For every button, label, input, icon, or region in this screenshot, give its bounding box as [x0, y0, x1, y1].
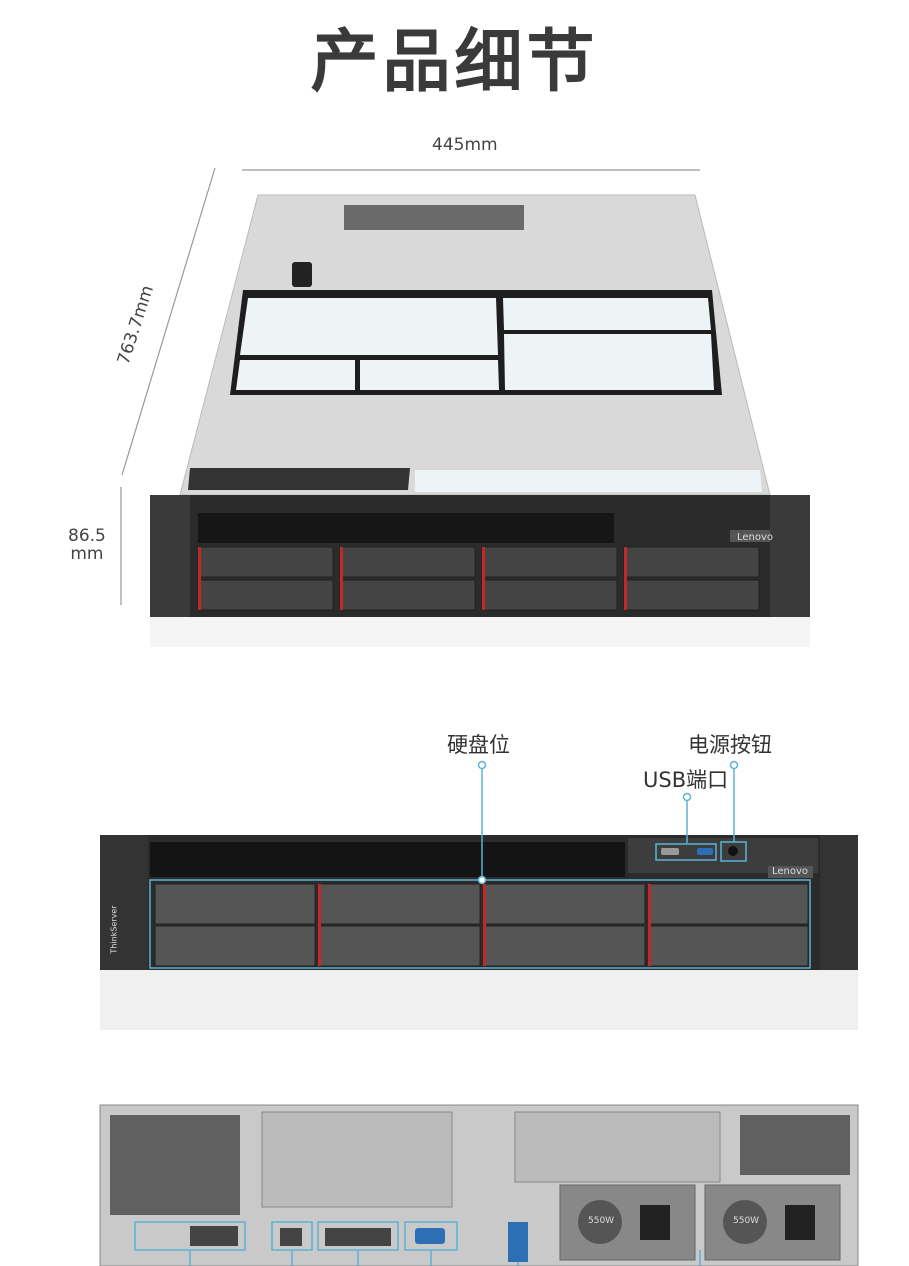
usb-ports-highlight	[655, 843, 717, 861]
power-button	[728, 846, 738, 856]
drive-bays-iso	[197, 546, 760, 611]
left-ear	[150, 495, 190, 617]
power-supply-1	[559, 1184, 696, 1261]
callout-usb-ports: USB端口	[643, 768, 729, 792]
front-vent	[150, 842, 625, 877]
rear-vent-left	[110, 1115, 240, 1215]
depth-dimension-line	[121, 167, 216, 476]
lenovo-logo-front: Lenovo	[772, 866, 809, 877]
lid-latch	[292, 262, 312, 287]
callout-drive-bays: 硬盘位	[447, 733, 510, 757]
right-ear	[770, 495, 810, 617]
ethernet-ports	[325, 1228, 391, 1246]
pcie-slots-left	[261, 1111, 453, 1208]
height-label: 86.5 mm	[68, 527, 106, 563]
usb-port	[697, 848, 713, 855]
info-label	[188, 468, 410, 490]
front-bezel	[100, 835, 858, 970]
psu-rating-1: 550W	[588, 1216, 615, 1226]
lenovo-logo-iso: Lenovo	[737, 532, 774, 543]
thinkserver-logo: ThinkServer	[109, 905, 119, 954]
pcie-slots-right	[514, 1111, 721, 1183]
drive-bays-front	[154, 883, 809, 967]
power-supply-2	[704, 1184, 841, 1261]
right-ear	[820, 835, 858, 970]
top-vent	[344, 205, 524, 230]
mgmt-port	[280, 1228, 302, 1246]
server-iso-view	[120, 167, 810, 647]
height-unit: mm	[70, 544, 104, 564]
psu-rating-2: 550W	[733, 1216, 760, 1226]
left-ear	[100, 835, 148, 970]
reflection	[100, 970, 858, 1030]
callout-power-button: 电源按钮	[688, 733, 772, 757]
rear-vent-right	[740, 1115, 850, 1175]
rear-usb-ports	[508, 1222, 528, 1262]
drive-bays-highlight	[149, 879, 811, 969]
server-rear-view	[99, 1104, 859, 1266]
power-button-highlight	[720, 841, 747, 862]
ethernet-ports	[190, 1226, 238, 1246]
width-label: 445mm	[432, 135, 498, 155]
height-value: 86.5	[68, 526, 106, 546]
reflection	[150, 617, 810, 647]
page-title: 产品细节	[310, 23, 599, 102]
vga-port	[415, 1228, 445, 1244]
usb-port	[661, 848, 679, 855]
front-vent	[198, 513, 614, 543]
